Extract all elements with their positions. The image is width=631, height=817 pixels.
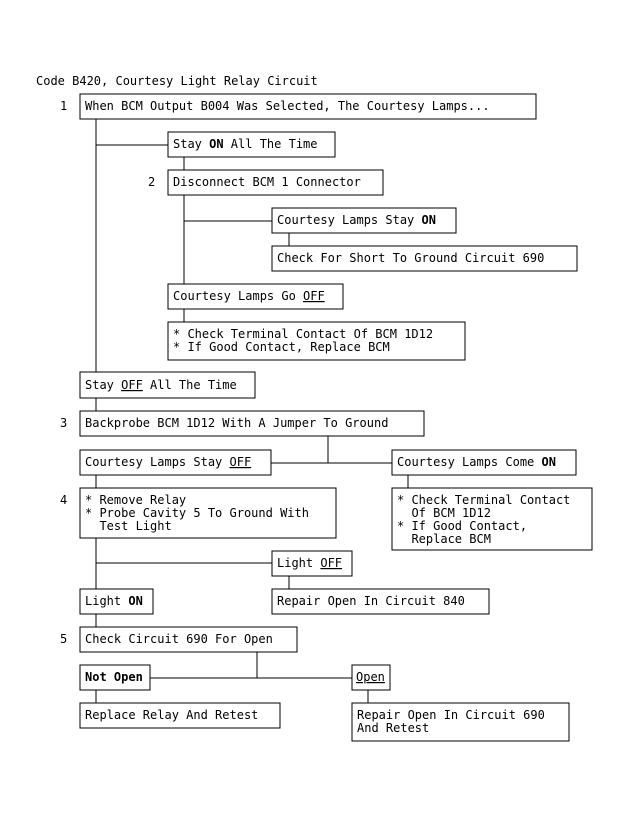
- box-line: * Check Terminal Contact: [397, 493, 570, 507]
- box-label: * Check Terminal Contact Of BCM 1D12 * I…: [173, 327, 484, 354]
- box-line: * Check Terminal Contact Of BCM 1D12: [173, 327, 433, 341]
- connectors: [95, 119, 409, 703]
- box-line: Replace BCM: [397, 532, 491, 546]
- action-box-check-terminal-1: * Check Terminal Contact Of BCM 1D12 * I…: [167, 321, 484, 361]
- step-number: 1: [60, 99, 67, 113]
- box-label: Courtesy Lamps Come ON: [397, 455, 556, 469]
- diagram-title: Code B420, Courtesy Light Relay Circuit: [36, 74, 318, 88]
- box-label: Replace Relay And Retest: [85, 708, 258, 722]
- box-label: Stay OFF All The Time: [85, 378, 237, 392]
- box-line: And Retest: [357, 721, 429, 735]
- step-number: 2: [148, 175, 155, 189]
- step-number: 5: [60, 632, 67, 646]
- box-label: Light ON: [85, 594, 143, 608]
- box-label: * Remove Relay * Probe Cavity 5 To Groun…: [85, 493, 360, 533]
- step-number: 3: [60, 416, 67, 430]
- box-label: Light OFF: [277, 556, 342, 570]
- action-box-backprobe: Backprobe BCM 1D12 With A Jumper To Grou…: [79, 410, 425, 437]
- action-box-check-690: Check Circuit 690 For Open: [79, 626, 298, 653]
- box-line: * If Good Contact,: [397, 519, 527, 533]
- box-line: * Probe Cavity 5 To Ground With: [85, 506, 309, 520]
- box-label: Courtesy Lamps Go OFF: [173, 289, 325, 303]
- result-box-stay-on: Stay ON All The Time: [167, 131, 336, 158]
- result-box-light-off: Light OFF: [271, 550, 353, 577]
- result-box-lamps-stay-off: Courtesy Lamps Stay OFF: [79, 449, 272, 476]
- result-box-stay-off: Stay OFF All The Time: [79, 371, 256, 399]
- result-box-not-open: Not Open: [79, 664, 151, 691]
- result-box-light-on: Light ON: [79, 588, 154, 615]
- box-label: Repair Open In Circuit 690 And Retest: [357, 708, 595, 735]
- box-label: Backprobe BCM 1D12 With A Jumper To Grou…: [85, 416, 388, 430]
- box-label: Open: [356, 670, 385, 684]
- box-label: Courtesy Lamps Stay ON: [277, 213, 436, 227]
- action-box-replace-relay: Replace Relay And Retest: [79, 702, 281, 729]
- action-box-check-terminal-2: * Check Terminal Contact Of BCM 1D12 * I…: [391, 487, 621, 551]
- box-label: Check Circuit 690 For Open: [85, 632, 273, 646]
- box-label: Stay ON All The Time: [173, 137, 318, 151]
- box-line: Repair Open In Circuit 690: [357, 708, 545, 722]
- box-label: * Check Terminal Contact Of BCM 1D12 * I…: [397, 493, 621, 546]
- step-number: 4: [60, 493, 67, 507]
- box-label: When BCM Output B004 Was Selected, The C…: [85, 99, 490, 113]
- box-line: * Remove Relay: [85, 493, 186, 507]
- box-label: Check For Short To Ground Circuit 690: [277, 251, 544, 265]
- action-box-repair-840: Repair Open In Circuit 840: [271, 588, 490, 615]
- box-label: Courtesy Lamps Stay OFF: [85, 455, 251, 469]
- result-box-open: Open: [351, 664, 391, 691]
- box-line: Test Light: [85, 519, 172, 533]
- action-box-repair-690: Repair Open In Circuit 690 And Retest: [351, 702, 595, 742]
- action-box-disconnect: Disconnect BCM 1 Connector: [167, 169, 384, 196]
- result-box-lamps-stay-on: Courtesy Lamps Stay ON: [271, 207, 457, 234]
- box-label: Disconnect BCM 1 Connector: [173, 175, 361, 189]
- box-line: * If Good Contact, Replace BCM: [173, 340, 390, 354]
- action-box-check-short: Check For Short To Ground Circuit 690: [271, 245, 578, 272]
- box-line: Of BCM 1D12: [397, 506, 491, 520]
- question-box-step1: When BCM Output B004 Was Selected, The C…: [79, 93, 537, 120]
- result-box-lamps-come-on: Courtesy Lamps Come ON: [391, 449, 577, 476]
- result-box-lamps-go-off: Courtesy Lamps Go OFF: [167, 283, 344, 310]
- action-box-remove-relay: * Remove Relay * Probe Cavity 5 To Groun…: [79, 487, 360, 539]
- box-label: Repair Open In Circuit 840: [277, 594, 465, 608]
- box-label: Not Open: [85, 670, 143, 684]
